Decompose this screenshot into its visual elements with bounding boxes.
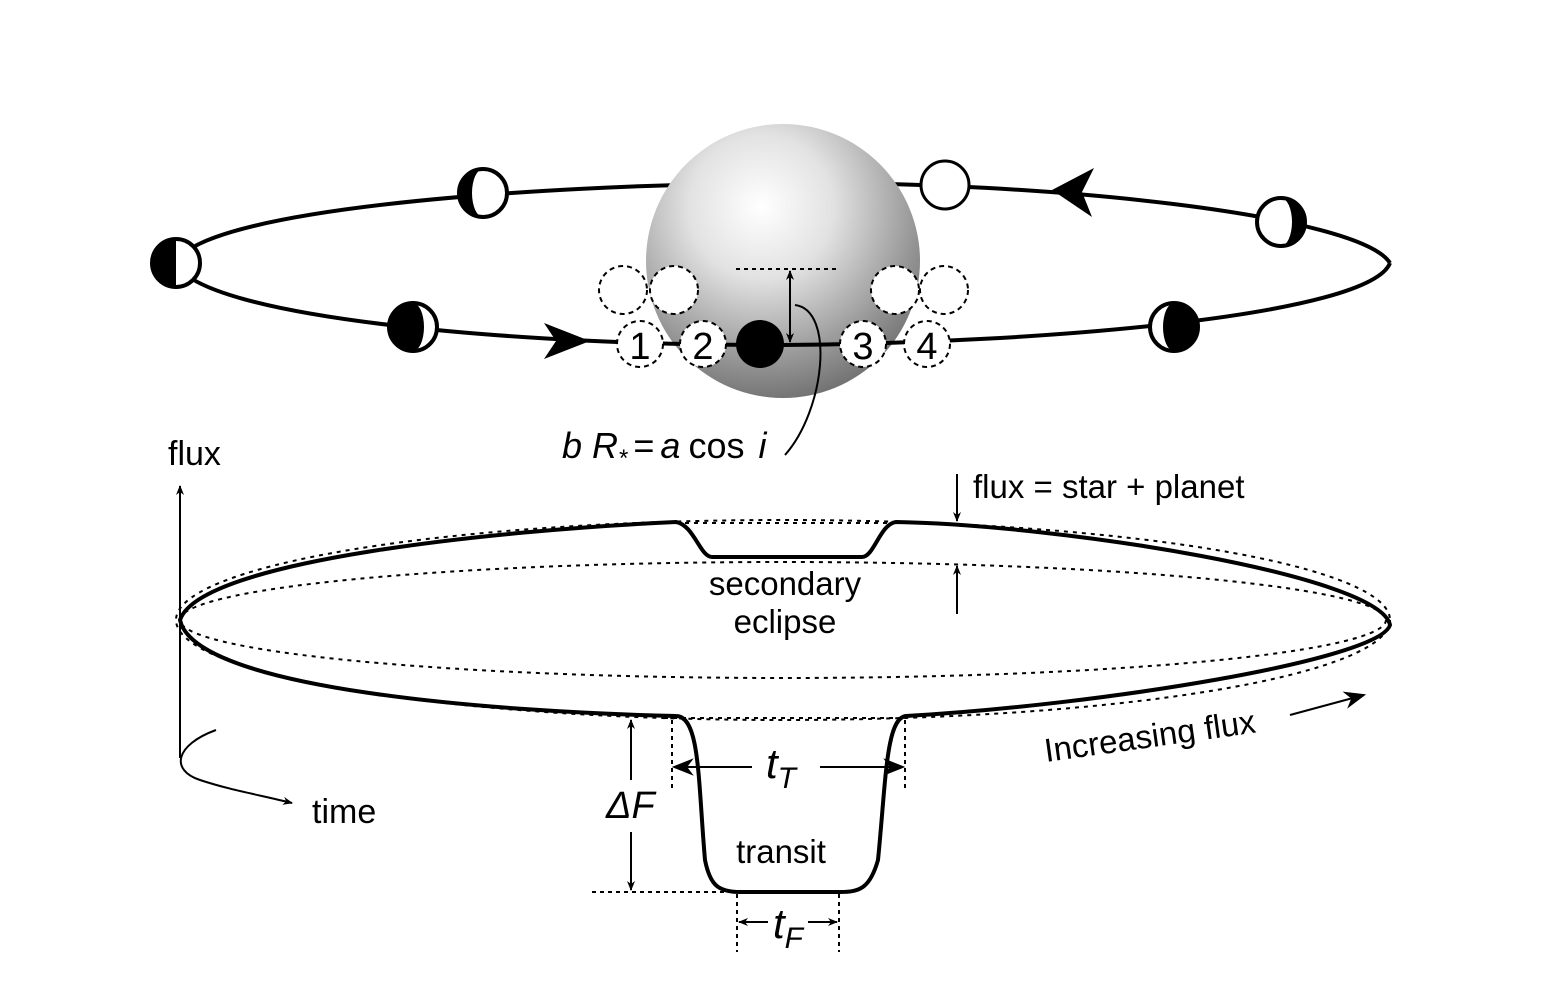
contact-label-3: 3: [852, 326, 873, 368]
impact-leader-line: [784, 304, 822, 456]
lightcurve-panel: flux time flux = star + planet secondary…: [168, 435, 1392, 955]
planet-phase-upper-right: [1255, 196, 1307, 248]
planet-phase-lower-left: [387, 301, 439, 353]
tT-label: tT: [766, 740, 799, 795]
planet-phase-full: [919, 159, 971, 211]
planet-phase-upper-left: [457, 167, 509, 219]
contact-label-1: 1: [629, 326, 650, 368]
contact-point-4: 4: [903, 320, 951, 368]
flux-annotation: flux = star + planet: [973, 468, 1245, 505]
flux-axis-label: flux: [168, 435, 221, 473]
contact-point-2: 2: [679, 320, 727, 368]
orbit-direction-arrow-front: [544, 323, 590, 359]
lightcurve-loop: [178, 520, 1392, 894]
orbit-direction-arrow-back: [1052, 168, 1094, 217]
contact-point-1: 1: [616, 320, 664, 368]
secondary-contact-1: [598, 265, 648, 315]
secondary-contact-2: [649, 265, 699, 315]
transiting-planet: [736, 320, 784, 368]
increasing-flux-label: Increasing flux: [1042, 703, 1258, 769]
planet-phase-left: [150, 237, 202, 289]
time-axis-label: time: [312, 793, 376, 831]
contact-label-4: 4: [916, 326, 937, 368]
increasing-flux-arrow: [1289, 691, 1367, 716]
secondary-label-line2: eclipse: [734, 603, 837, 640]
secondary-contact-3: [870, 265, 920, 315]
tF-label: tF: [773, 900, 805, 955]
contact-point-3: 3: [839, 320, 887, 368]
transit-label: transit: [736, 833, 826, 870]
secondary-label-line1: secondary: [709, 565, 862, 602]
secondary-contact-4: [919, 265, 969, 315]
depth-label: ΔF: [605, 785, 656, 827]
contact-label-2: 2: [692, 326, 713, 368]
planet-phase-lower-right: [1148, 301, 1200, 353]
time-axis: [179, 729, 293, 805]
